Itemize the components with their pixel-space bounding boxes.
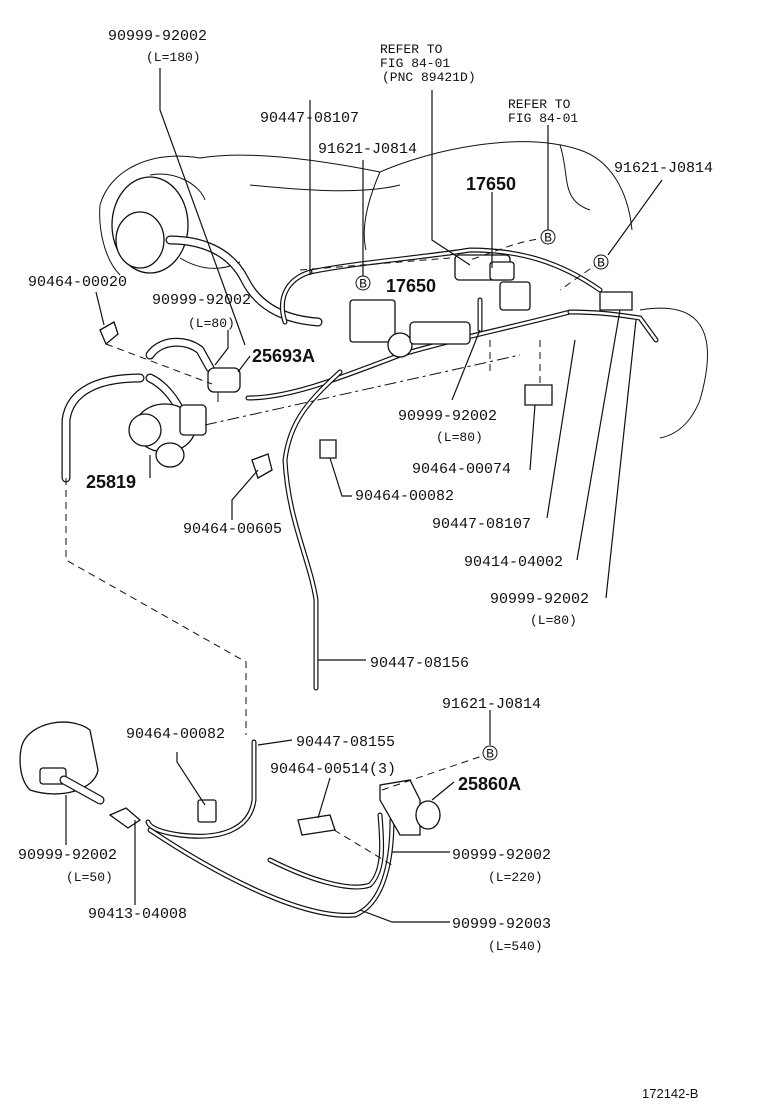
svg-text:B: B — [597, 256, 605, 271]
label-90413-04008: 90413-04008 — [88, 906, 187, 923]
label-length-e: (L=50) — [66, 870, 113, 885]
upper-components — [99, 254, 633, 479]
lower-components — [19, 721, 441, 918]
part-labels: 90999-92002 (L=180) 90447-08107 91621-J0… — [18, 28, 713, 954]
label-90464-00514: 90464-00514(3) — [270, 761, 396, 778]
leader-lines — [65, 68, 663, 923]
label-90464-00020: 90464-00020 — [28, 274, 127, 291]
label-17650-a: 17650 — [466, 174, 516, 194]
engine-outline — [99, 141, 708, 439]
label-90999-92002-c: 90999-92002 — [398, 408, 497, 425]
label-90464-00605: 90464-00605 — [183, 521, 282, 538]
label-90999-92003: 90999-92003 — [452, 916, 551, 933]
label-90447-08155: 90447-08155 — [296, 734, 395, 751]
label-length-f: (L=220) — [488, 870, 543, 885]
label-90464-00082-b: 90464-00082 — [126, 726, 225, 743]
refer-fig-1-line1: REFER TO — [380, 42, 443, 57]
label-90447-08107-b: 90447-08107 — [432, 516, 531, 533]
label-91621-j0814-b: 91621-J0814 — [614, 160, 713, 177]
figure-code: 172142-B — [642, 1086, 698, 1101]
label-length-c: (L=80) — [436, 430, 483, 445]
label-90999-92002-a: 90999-92002 — [108, 28, 207, 45]
refer-fig-1-line2: FIG 84-01 — [380, 56, 450, 71]
label-length-b: (L=80) — [188, 316, 235, 331]
label-90999-92002-b: 90999-92002 — [152, 292, 251, 309]
label-90999-92002-f: 90999-92002 — [452, 847, 551, 864]
svg-text:B: B — [359, 277, 367, 292]
marker-b-1: B — [540, 229, 556, 246]
label-90999-92002-d: 90999-92002 — [490, 591, 589, 608]
svg-text:B: B — [544, 231, 552, 246]
label-length-a: (L=180) — [146, 50, 201, 65]
label-25693a: 25693A — [252, 346, 315, 366]
label-91621-j0814-a: 91621-J0814 — [318, 141, 417, 158]
label-length-g: (L=540) — [488, 939, 543, 954]
label-90464-00082-a: 90464-00082 — [355, 488, 454, 505]
svg-text:B: B — [486, 747, 494, 762]
label-90414-04002: 90414-04002 — [464, 554, 563, 571]
label-length-d: (L=80) — [530, 613, 577, 628]
label-90447-08107-a: 90447-08107 — [260, 110, 359, 127]
refer-fig-1-line3: (PNC 89421D) — [382, 70, 476, 85]
label-90999-92002-e: 90999-92002 — [18, 847, 117, 864]
label-17650-b: 17650 — [386, 276, 436, 296]
label-25819: 25819 — [86, 472, 136, 492]
label-25860a: 25860A — [458, 774, 521, 794]
marker-b-3: B — [355, 275, 371, 292]
dashed-connections — [65, 237, 601, 866]
label-90464-00074: 90464-00074 — [412, 461, 511, 478]
label-91621-j0814-c: 91621-J0814 — [442, 696, 541, 713]
refer-fig-2-line1: REFER TO — [508, 97, 571, 112]
marker-b-4: B — [482, 745, 498, 762]
marker-b-2: B — [593, 254, 609, 271]
label-90447-08156: 90447-08156 — [370, 655, 469, 672]
refer-fig-2-line2: FIG 84-01 — [508, 111, 578, 126]
